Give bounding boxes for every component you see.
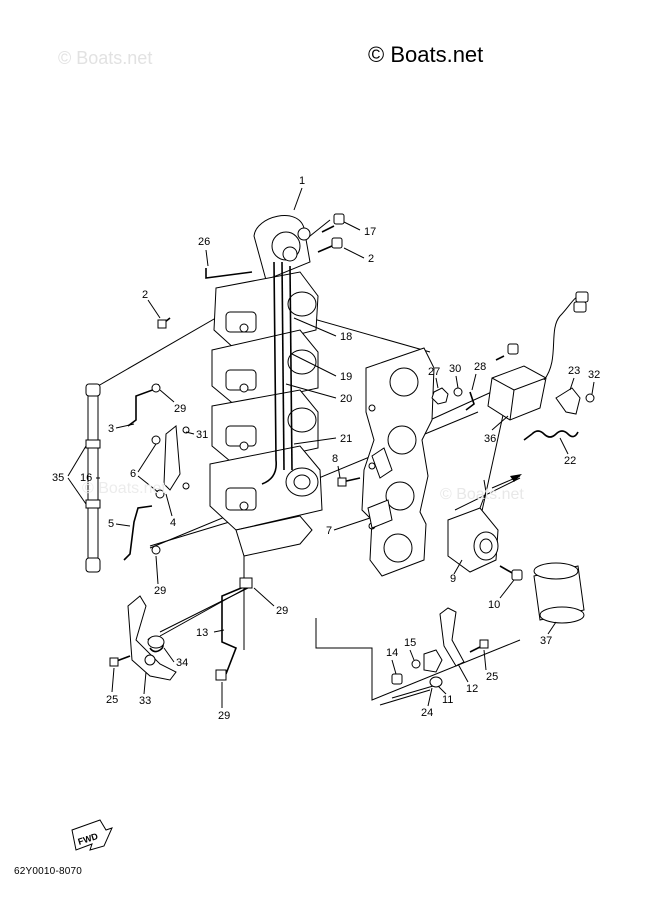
callout: 21 [340, 433, 352, 445]
callout: 24 [421, 707, 433, 719]
callout: 2 [142, 289, 148, 301]
screw-left [157, 317, 171, 329]
callout: 17 [364, 226, 376, 238]
callout: 7 [326, 525, 332, 537]
watermark: © Boats.net [368, 42, 484, 67]
mounting-plate [337, 347, 435, 577]
lower-linkage [391, 607, 489, 688]
callout: 20 [340, 393, 352, 405]
callout: 31 [196, 429, 208, 441]
carburetor-stack [209, 215, 323, 557]
callout: 1 [299, 175, 305, 187]
callout: 4 [170, 517, 176, 529]
callout: 27 [428, 366, 440, 378]
callout: 9 [450, 573, 456, 585]
cam-lever-assembly [109, 595, 177, 681]
callout: 23 [568, 365, 580, 377]
callout: 12 [466, 683, 478, 695]
callout: 8 [332, 453, 338, 465]
solenoid-9 [447, 479, 523, 581]
callout: 18 [340, 331, 352, 343]
callout: 34 [176, 657, 188, 669]
callout: 19 [340, 371, 352, 383]
callout: 37 [540, 635, 552, 647]
callout: 2 [368, 253, 374, 265]
watermark-faint: © Boats.net [82, 480, 166, 497]
callout: 32 [588, 369, 600, 381]
callout: 6 [130, 468, 136, 480]
callout: 29 [174, 403, 186, 415]
rod-13-end [215, 669, 227, 681]
drawing-code: 62Y0010-8070 [14, 866, 83, 877]
callout: 11 [442, 694, 453, 706]
callout-labels: 1 2 2 3 4 5 6 7 8 9 10 11 [52, 175, 600, 722]
callout: 25 [106, 694, 118, 706]
callout: 28 [474, 361, 486, 373]
callout: 26 [198, 236, 210, 248]
link-rod-13 [221, 585, 247, 675]
callout: 10 [488, 599, 500, 611]
link-rod-26 [205, 268, 253, 279]
callout: 3 [108, 423, 114, 435]
callout: 29 [218, 710, 230, 722]
solenoid-box [487, 291, 595, 441]
link-rod-5 [123, 505, 153, 561]
callout: 33 [139, 695, 151, 707]
callout: 22 [564, 455, 576, 467]
callout: 29 [154, 585, 166, 597]
callout: 15 [404, 637, 416, 649]
callout: 13 [196, 627, 208, 639]
callout: 25 [486, 671, 498, 683]
screws-top [317, 213, 345, 253]
callout: 14 [386, 647, 398, 659]
callout: 35 [52, 472, 64, 484]
callout: 36 [484, 433, 496, 445]
watermark-faint: © Boats.net [58, 48, 153, 68]
callout: 29 [276, 605, 288, 617]
rod-13-end [239, 577, 253, 589]
fwd-badge: FWD [71, 819, 113, 851]
watermark-faint: © Boats.net [440, 486, 524, 503]
callout: 5 [108, 518, 114, 530]
direction-arrow [491, 474, 522, 489]
lever-assembly [151, 383, 190, 555]
callout: 30 [449, 363, 461, 375]
rod-assembly [85, 383, 101, 573]
callout: 16 [80, 472, 92, 484]
filter-37 [533, 562, 585, 624]
